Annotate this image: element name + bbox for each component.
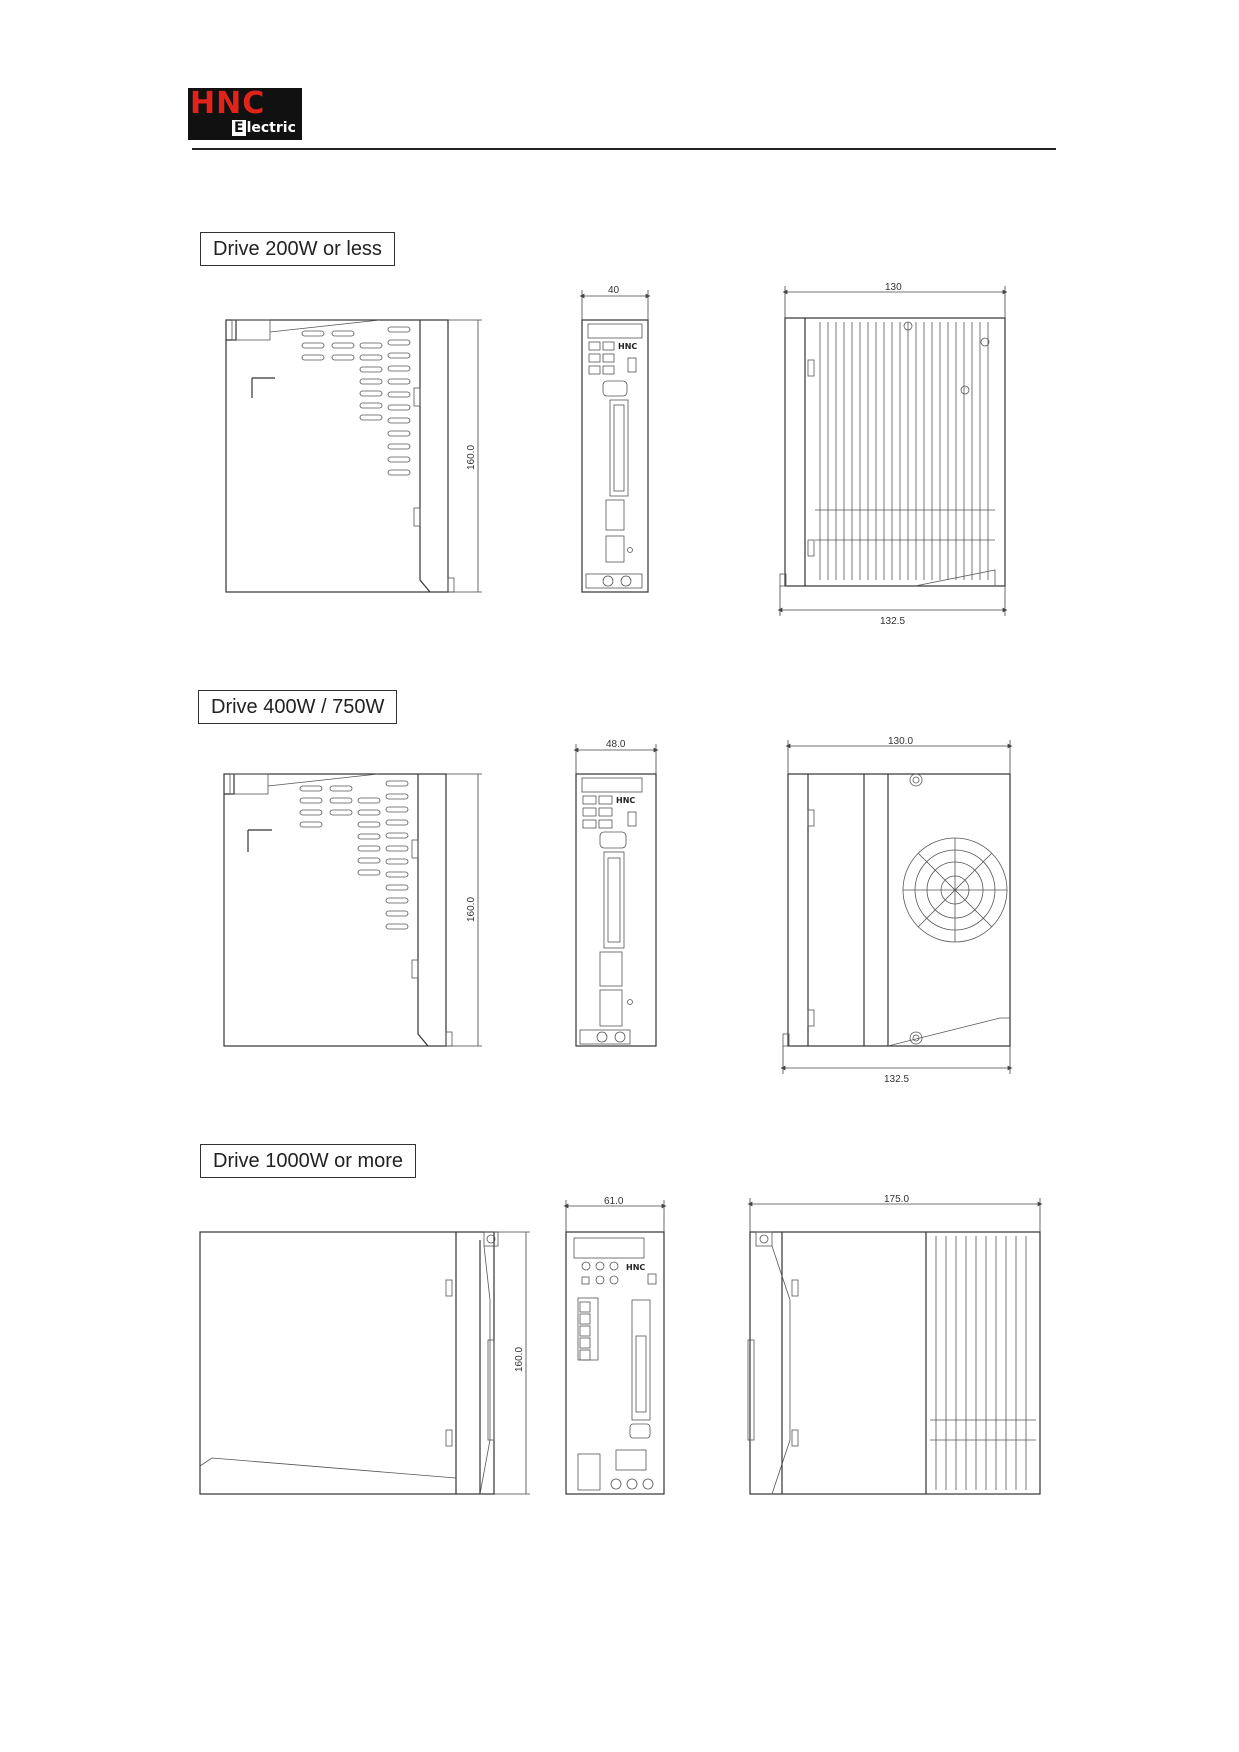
- dim-front-width-200w: 40: [608, 285, 620, 296]
- drive-400w-right-view: 130.0 132.5: [780, 736, 1013, 1085]
- dim-height-200w: 160.0: [466, 445, 477, 470]
- drive-400w-left-view: 160.0: [223, 773, 482, 1047]
- dim-side-total-400w: 132.5: [884, 1074, 909, 1085]
- section-label-1000w: Drive 1000W or more: [200, 1144, 417, 1178]
- dim-front-width-1000w: 61.0: [604, 1196, 624, 1207]
- dim-side-depth-1000w: 175.0: [884, 1194, 909, 1205]
- logo-sub-rest: lectric: [246, 120, 296, 136]
- header-rule: [192, 148, 1056, 150]
- drive-200w-left-view: 160.0: [225, 319, 482, 593]
- dim-front-width-400w: 48.0: [606, 739, 626, 750]
- drive-1000w-front-view: HNC 61.0: [563, 1196, 667, 1495]
- drive-1000w-left-view: 160.0: [199, 1231, 530, 1495]
- drive-200w-right-view: 130 132.5: [777, 282, 1008, 627]
- front-brand-200w: HNC: [618, 342, 637, 351]
- dim-height-1000w: 160.0: [514, 1347, 525, 1372]
- front-brand-1000w: HNC: [626, 1263, 645, 1272]
- dim-side-total-200w: 132.5: [880, 616, 905, 627]
- front-brand-400w: HNC: [616, 796, 635, 805]
- dim-side-depth-400w: 130.0: [888, 736, 913, 747]
- dim-side-depth-200w: 130: [885, 282, 902, 293]
- section-label-400w: Drive 400W / 750W: [198, 690, 398, 724]
- cooling-fan-icon: [902, 837, 1008, 943]
- section-label-200w: Drive 200W or less: [200, 232, 395, 266]
- drive-400w-front-view: HNC 48.0: [573, 739, 659, 1047]
- logo-brand-text: HNC: [190, 86, 266, 121]
- drive-200w-front-view: HNC 40: [579, 285, 651, 593]
- drive-1000w-right-view: 175.0: [747, 1194, 1043, 1495]
- dim-height-400w: 160.0: [466, 897, 477, 922]
